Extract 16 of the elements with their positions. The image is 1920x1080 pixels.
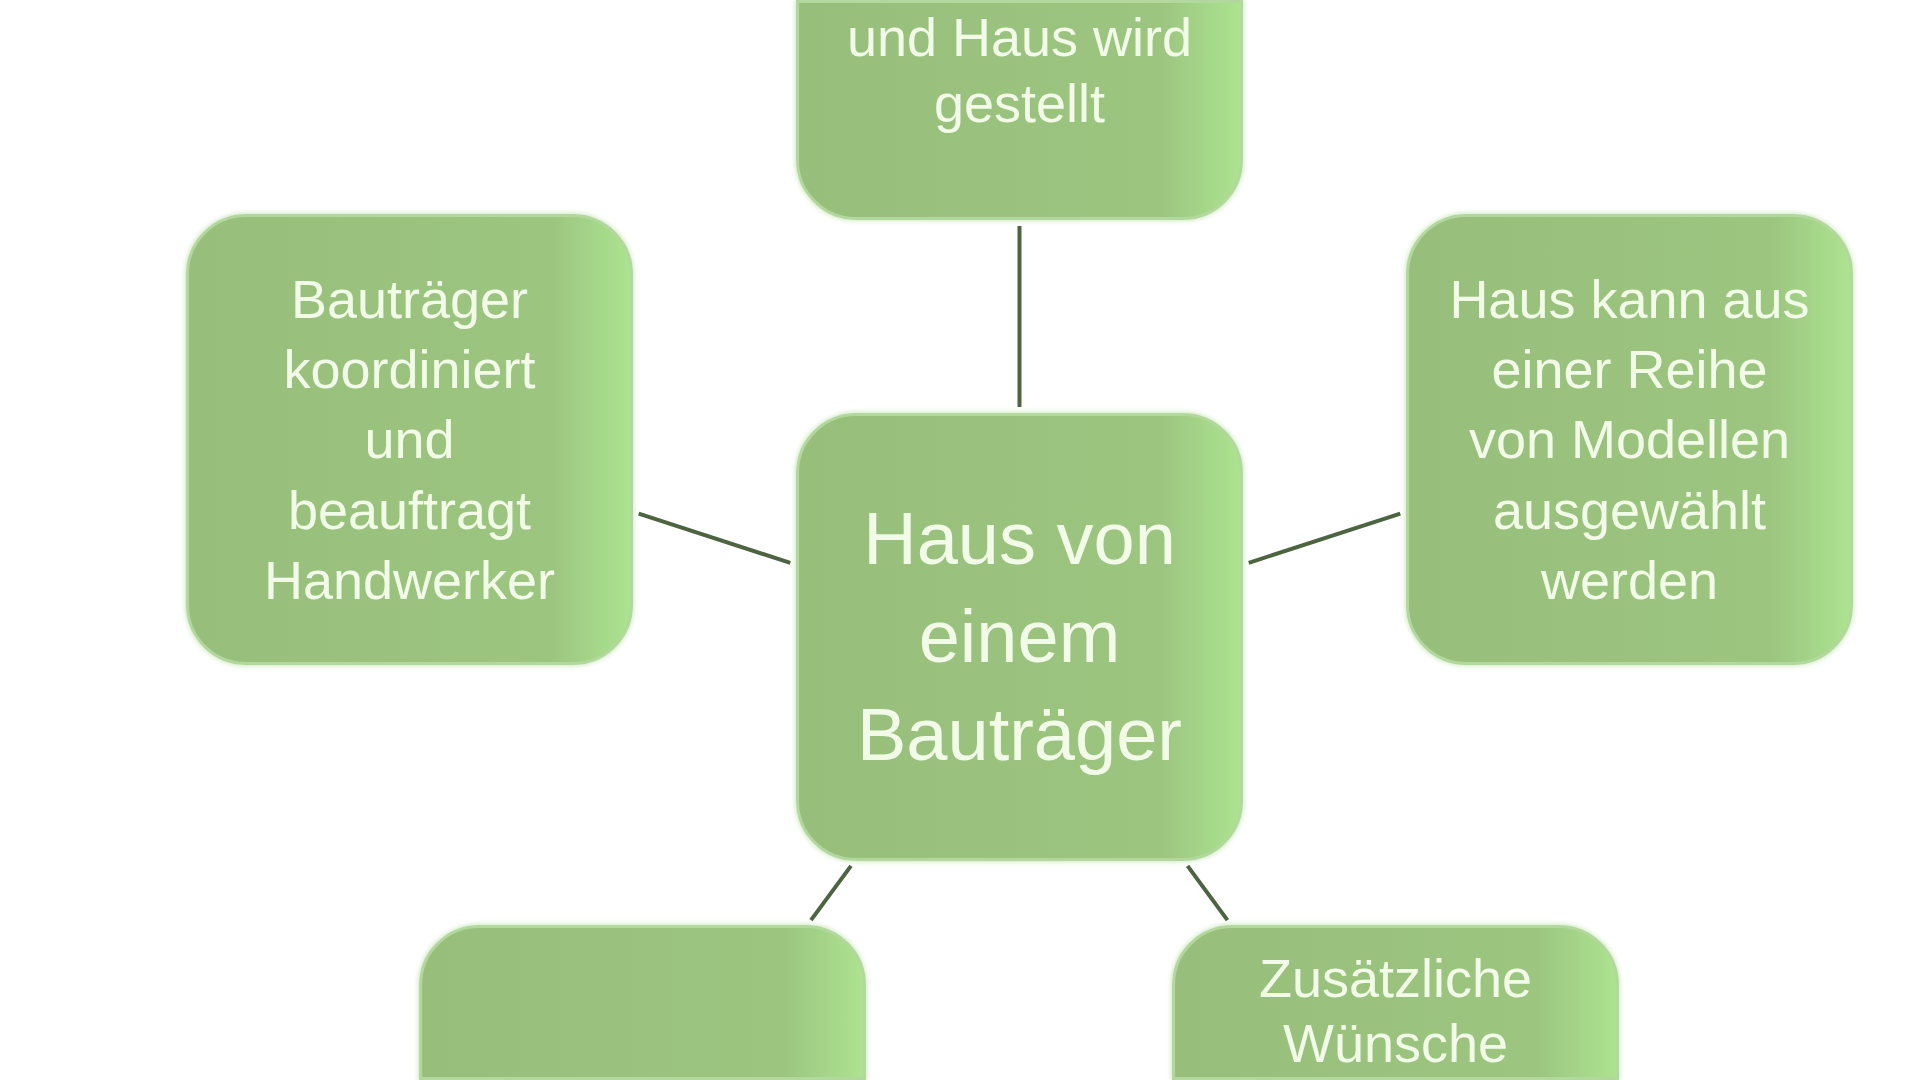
- empty-box: [419, 925, 866, 1080]
- box-text: und Haus wird gestellt: [845, 6, 1194, 135]
- rounded-box: [796, 413, 1243, 861]
- topic-text: Haus von einem Bauträger: [856, 496, 1183, 778]
- box-text: Zusätzliche Wünsche: [1257, 947, 1534, 1075]
- rounded-box: [1172, 925, 1619, 1080]
- connector-line: [809, 864, 853, 922]
- connector-line: [1017, 226, 1022, 407]
- box-text: Haus kann aus einer Reihe von Modellen ausgewählt werden: [1448, 268, 1811, 612]
- box-text: Bauträger koordiniert und beauftragt Handwerker: [262, 268, 557, 612]
- rounded-box: [1406, 214, 1853, 665]
- rounded-box: [796, 0, 1243, 220]
- connector-line: [1185, 864, 1230, 922]
- connector-line: [638, 511, 791, 565]
- rounded-box: [186, 214, 633, 665]
- connector-line: [1248, 511, 1401, 565]
